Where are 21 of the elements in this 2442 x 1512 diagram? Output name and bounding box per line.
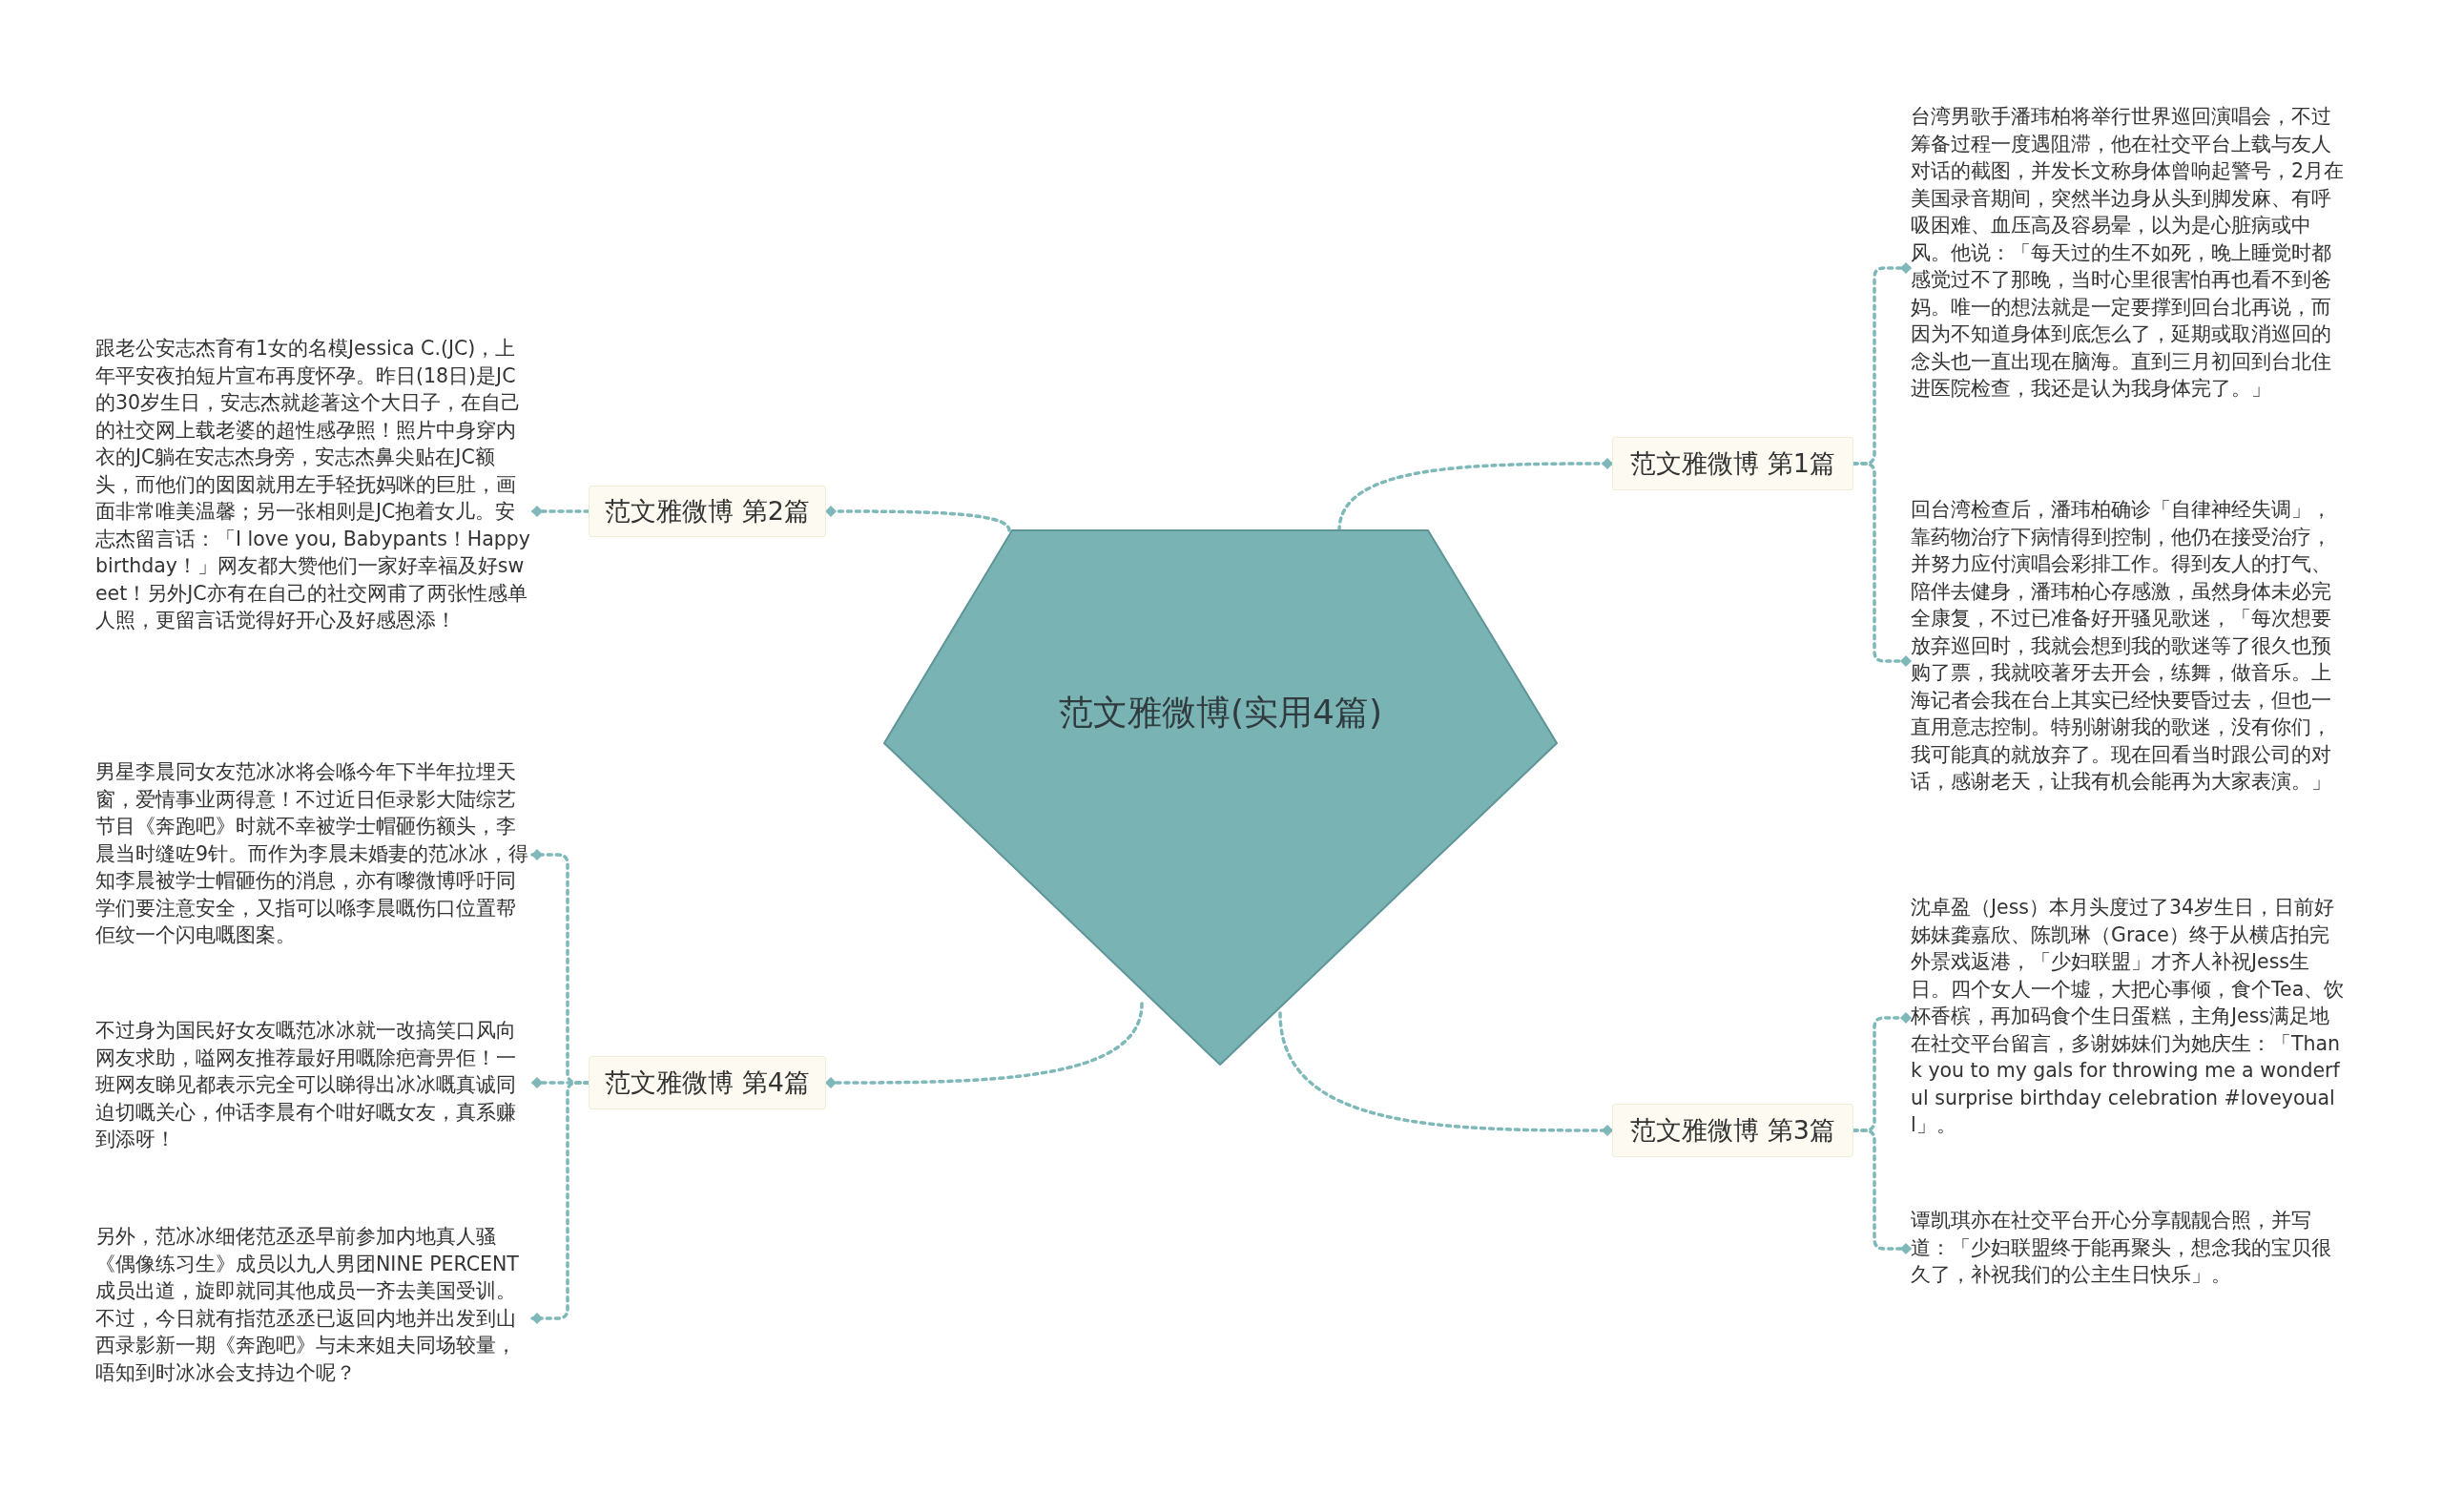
central-topic: 范文雅微博(实用4篇) [1059, 692, 1382, 734]
topic-box: 范文雅微博 第4篇 [589, 1056, 826, 1109]
connector [1278, 1011, 1614, 1136]
connector [1852, 1129, 1913, 1254]
connector [1852, 462, 1913, 667]
connector [1337, 458, 1614, 532]
topic-box: 范文雅微博 第1篇 [1612, 437, 1853, 490]
paragraph-text: 男星李晨同女友范冰冰将会喺今年下半年拉埋天窗，爱情事业两得意！不过近日佢录影大陆综艺节目《奔跑吧》时就不幸被学士帽砸伤额头，李晨当时缝咗9针。而作为李晨未婚妻的范冰冰，得知李晨被学士帽砸伤的消息，亦有嚟微博呼吁同学们要注意安全，又指可以喺李晨嘅伤口位置帮佢纹一个闪电嘅图案。 [95, 758, 532, 949]
paragraph-text: 回台湾检查后，潘玮柏确诊「自律神经失调」，靠药物治疗下病情得到控制，他仍在接受治疗，并努力应付演唱会彩排工作。得到友人的打气、陪伴去健身，潘玮柏心存感激，虽然身体未必完全康复，不过已准备好开骚见歌迷，「每次想要放弃巡回时，我就会想到我的歌迷等了很久也预购了票，我就咬著牙去开会，练舞，做音乐。上海记者会我在台上其实已经快要昏过去，但也一直用意志控制。特别谢谢我的歌迷，没有你们，我可能真的就放弃了。现在回看当时跟公司的对话，感谢老天，让我有机会能再为大家表演。」 [1911, 496, 2348, 796]
connector [530, 1081, 590, 1324]
paragraph-text: 沈卓盈（Jess）本月头度过了34岁生日，日前好姊妹龚嘉欣、陈凯琳（Grace）终于从横店拍完外景戏返港，「少妇联盟」才齐人补祝Jess生日。四个女人一个墟，大把心事倾，食个Tea、饮杯香槟，再加码食个生日蛋糕，主角Jess满足地在社交平台留言，多谢姊妹们为她庆生：「Thank you to my gals for throwing me a wonderful surprise birthday celebration #loveyouall」。 [1911, 894, 2348, 1139]
topic-box: 范文雅微博 第3篇 [1612, 1104, 1853, 1157]
connector [824, 1002, 1144, 1088]
paragraph-text: 跟老公安志杰育有1女的名模Jessica C.(JC)，上年平安夜拍短片宣布再度怀孕。昨日(18日)是JC的30岁生日，安志杰就趁著这个大日子，在自己的社交网上载老婆的超性感孕照！照片中身穿内衣的JC躺在安志杰身旁，安志杰鼻尖贴在JC额头，而他们的囡囡就用左手轻抚妈咪的巨肚，画面非常唯美温馨；另一张相则是JC抱着女儿。安志杰留言话：「I love you, Babypants！Happy birthday！」网友都大赞他们一家好幸福及好sweet！另外JC亦有在自己的社交网甫了两张性感单人照，更留言话觉得好开心及好感恩添！ [95, 335, 532, 634]
connector [824, 506, 1011, 532]
paragraph-text: 台湾男歌手潘玮柏将举行世界巡回演唱会，不过筹备过程一度遇阻滞，他在社交平台上载与友人对话的截图，并发长文称身体曾响起警号，2月在美国录音期间，突然半边身从头到脚发麻、有呼吸困难、血压高及容易晕，以为是心脏病或中风。他说：「每天过的生不如死，晚上睡觉时都感觉过不了那晚，当时心里很害怕再也看不到爸妈。唯一的想法就是一定要撑到回台北再说，而因为不知道身体到底怎么了，延期或取消巡回的念头也一直出现在脑海。直到三月初回到台北住进医院检查，我还是认为我身体完了。」 [1911, 103, 2348, 403]
topic-box: 范文雅微博 第2篇 [589, 486, 826, 537]
paragraph-text: 不过身为国民好女友嘅范冰冰就一改搞笑口风向网友求助，嗌网友推荐最好用嘅除疤膏畀佢！一班网友睇见都表示完全可以睇得出冰冰嘅真诚同迫切嘅关心，仲话李晨有个咁好嘅女友，真系赚到添呀！ [95, 1017, 532, 1153]
paragraph-text: 另外，范冰冰细佬范丞丞早前参加内地真人骚《偶像练习生》成员以九人男团NINE PERCENT成员出道，旋即就同其他成员一齐去美国受训。不过，今日就有指范丞丞已返回内地并出发到山西录影新一期《奔跑吧》与未来姐夫同场较量，唔知到时冰冰会支持边个呢？ [95, 1223, 532, 1386]
connector [530, 506, 590, 517]
paragraph-text: 谭凯琪亦在社交平台开心分享靓靓合照，并写道：「少妇联盟终于能再聚头，想念我的宝贝很久了，补祝我们的公主生日快乐」。 [1911, 1207, 2348, 1289]
